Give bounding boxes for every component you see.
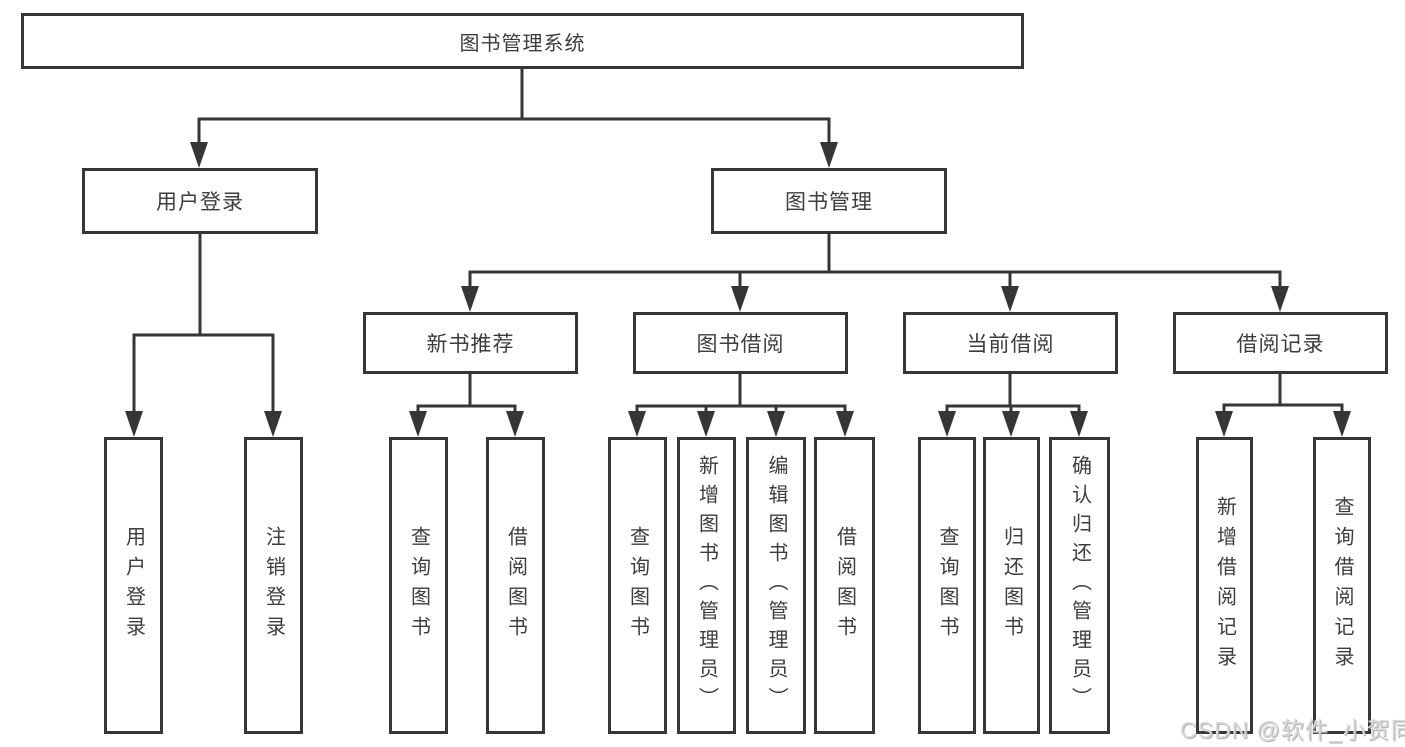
- leaf-user-login: 用户登录: [104, 437, 163, 734]
- leaf-edit-books-admin: 编辑图书（管理员）: [746, 437, 806, 734]
- leaf-label: 归还图书: [1000, 525, 1023, 646]
- edge-management-to-level3: [468, 234, 1282, 290]
- node-book-management: 图书管理: [711, 168, 947, 234]
- leaf-label: 查询借阅记录: [1331, 495, 1353, 676]
- leaf-label: 查询图书: [407, 525, 430, 646]
- leaf-label: 用户登录: [122, 525, 145, 646]
- leaf-label: 查询图书: [936, 525, 958, 646]
- leaf-borrow-books-recommend: 借阅图书: [486, 437, 545, 734]
- arrowheads-records-group: [1215, 411, 1351, 437]
- arrowheads-recommend-group: [409, 411, 524, 437]
- leaf-confirm-return-admin: 确认归还（管理员）: [1049, 437, 1110, 734]
- leaf-query-books-current: 查询图书: [918, 437, 976, 734]
- node-label: 新书推荐: [426, 333, 515, 356]
- leaf-label: 编辑图书（管理员）: [765, 455, 787, 716]
- leaf-borrow-books: 借阅图书: [814, 437, 875, 734]
- leaf-label: 注销登录: [262, 525, 285, 646]
- node-user-login: 用户登录: [82, 168, 318, 234]
- arrowheads-level3: [461, 286, 1289, 312]
- leaf-label: 确认归还（管理员）: [1068, 455, 1091, 716]
- leaf-return-books: 归还图书: [983, 437, 1040, 734]
- edge-root-to-level2: [197, 69, 831, 146]
- leaf-label: 借阅图书: [504, 525, 527, 646]
- node-current-borrowing: 当前借阅: [903, 312, 1118, 374]
- leaf-label: 借阅图书: [833, 525, 856, 646]
- leaf-query-books-recommend: 查询图书: [389, 437, 448, 734]
- leaf-label: 新增借阅记录: [1213, 495, 1236, 676]
- leaf-add-books-admin: 新增图书（管理员）: [677, 437, 736, 734]
- leaf-add-borrow-record: 新增借阅记录: [1196, 437, 1253, 734]
- edge-current-group: [945, 374, 1081, 415]
- arrowheads-current-group: [938, 411, 1088, 437]
- node-label: 借阅记录: [1236, 333, 1325, 356]
- node-label: 图书借阅: [696, 333, 785, 356]
- leaf-label: 新增图书（管理员）: [695, 455, 718, 716]
- arrowheads-level2: [190, 142, 838, 168]
- leaf-label: 查询图书: [626, 525, 649, 646]
- node-label: 用户登录: [156, 191, 244, 214]
- edge-login-group: [132, 234, 275, 415]
- node-borrowing-records: 借阅记录: [1173, 312, 1388, 374]
- edge-records-group: [1222, 374, 1344, 415]
- arrowheads-borrow-group: [628, 411, 854, 437]
- leaf-logout: 注销登录: [244, 437, 303, 734]
- arrowheads-login-group: [125, 411, 282, 437]
- leaf-query-books-borrow: 查询图书: [608, 437, 667, 734]
- edge-borrow-group: [635, 374, 847, 415]
- node-library-system: 图书管理系统: [21, 13, 1024, 69]
- node-new-book-recommend: 新书推荐: [363, 312, 578, 374]
- edge-recommend-group: [416, 374, 517, 415]
- leaf-query-borrow-record: 查询借阅记录: [1313, 437, 1371, 734]
- node-label: 当前借阅: [966, 333, 1055, 356]
- node-label: 图书管理: [785, 191, 873, 214]
- node-label: 图书管理系统: [459, 32, 586, 55]
- node-book-borrowing: 图书借阅: [633, 312, 848, 374]
